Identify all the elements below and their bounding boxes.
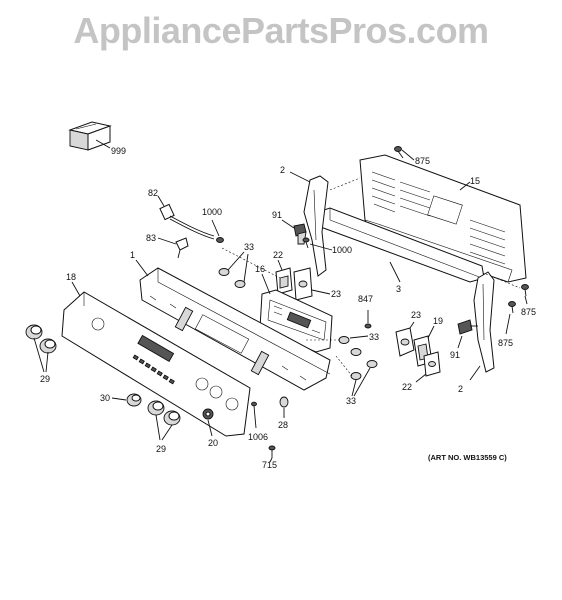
callout-1000-bracket: 1000 <box>332 245 352 255</box>
part-1000-screw-left[interactable] <box>216 237 224 243</box>
watermark-text: AppliancePartsPros.com <box>73 10 489 51</box>
callout-29-left: 29 <box>40 374 50 384</box>
callout-82: 82 <box>148 188 158 198</box>
part-22-bracket-lower[interactable] <box>423 351 441 377</box>
callout-1: 1 <box>130 250 135 260</box>
part-29-knob-lower-b[interactable] <box>163 410 181 426</box>
callout-18: 18 <box>66 272 76 282</box>
callout-23-right: 23 <box>411 310 421 320</box>
part-33-shaft-lower[interactable] <box>350 360 378 380</box>
callout-875-top: 875 <box>415 156 430 166</box>
callout-22-lower: 22 <box>402 382 412 392</box>
part-29-knob-left-b[interactable] <box>39 338 57 354</box>
callout-28: 28 <box>278 420 288 430</box>
callout-29-lower: 29 <box>156 444 166 454</box>
callout-15: 15 <box>470 176 480 186</box>
callout-30: 30 <box>100 393 110 403</box>
callout-847: 847 <box>358 294 373 304</box>
part-30-knob[interactable] <box>126 393 142 407</box>
part-91-clip-left[interactable] <box>293 223 307 245</box>
part-847-screw[interactable] <box>364 323 372 329</box>
callout-2-top: 2 <box>280 165 285 175</box>
part-16-control-board[interactable] <box>259 289 333 353</box>
part-15-backsplash-panel[interactable] <box>359 154 527 283</box>
part-83-connector[interactable] <box>175 237 189 259</box>
callout-33-middle: 33 <box>369 332 379 342</box>
callout-91-left: 91 <box>272 210 282 220</box>
part-22-bracket-upper[interactable] <box>275 267 293 295</box>
part-875-screw-top[interactable] <box>394 146 404 159</box>
callout-1000-left: 1000 <box>202 207 222 217</box>
callout-715: 715 <box>262 460 277 470</box>
part-875-screw-right-upper[interactable] <box>521 284 529 297</box>
part-18-faceplate[interactable] <box>61 291 251 437</box>
part-29-knob-left-a[interactable] <box>25 324 43 340</box>
part-33-shaft-middle[interactable] <box>338 336 362 356</box>
callout-16: 16 <box>255 264 265 274</box>
part-2-end-bracket-right[interactable] <box>473 271 495 373</box>
callout-22-upper: 22 <box>273 250 283 260</box>
faceplate-buttons <box>132 354 175 385</box>
callout-83: 83 <box>146 233 156 243</box>
callout-20: 20 <box>208 438 218 448</box>
part-715-screw[interactable] <box>268 445 276 458</box>
part-20-knob[interactable] <box>202 408 214 420</box>
callout-2-bottom: 2 <box>458 384 463 394</box>
part-91-clip-right[interactable] <box>457 319 478 335</box>
callout-91-right: 91 <box>450 350 460 360</box>
part-1000-screw-bracket[interactable] <box>302 237 310 249</box>
part-23-bracket-upper[interactable] <box>293 267 313 301</box>
callout-1006: 1006 <box>248 432 268 442</box>
art-number: (ART NO. WB13559 C) <box>428 453 507 462</box>
assembly-guide-lines <box>221 177 521 377</box>
part-29-knob-lower-a[interactable] <box>147 400 165 416</box>
part-28-knob[interactable] <box>279 396 289 408</box>
part-82-harness[interactable] <box>159 203 215 240</box>
callout-23-upper: 23 <box>331 289 341 299</box>
part-33-shaft-upper-left[interactable] <box>218 268 246 288</box>
part-2-end-bracket-left[interactable] <box>303 175 329 277</box>
callout-3: 3 <box>396 284 401 294</box>
part-875-screw-right-lower[interactable] <box>508 301 516 314</box>
part-23-bracket-right[interactable] <box>395 327 415 357</box>
callout-33-lower: 33 <box>346 396 356 406</box>
callout-33-upper: 33 <box>244 242 254 252</box>
callout-875-right: 875 <box>521 307 536 317</box>
part-1006-screw[interactable] <box>251 401 257 407</box>
callout-999: 999 <box>111 146 126 156</box>
part-1-control-panel[interactable] <box>139 267 331 391</box>
callout-875-lower: 875 <box>498 338 513 348</box>
part-999-kit-box[interactable] <box>68 121 112 151</box>
callout-19: 19 <box>433 316 443 326</box>
